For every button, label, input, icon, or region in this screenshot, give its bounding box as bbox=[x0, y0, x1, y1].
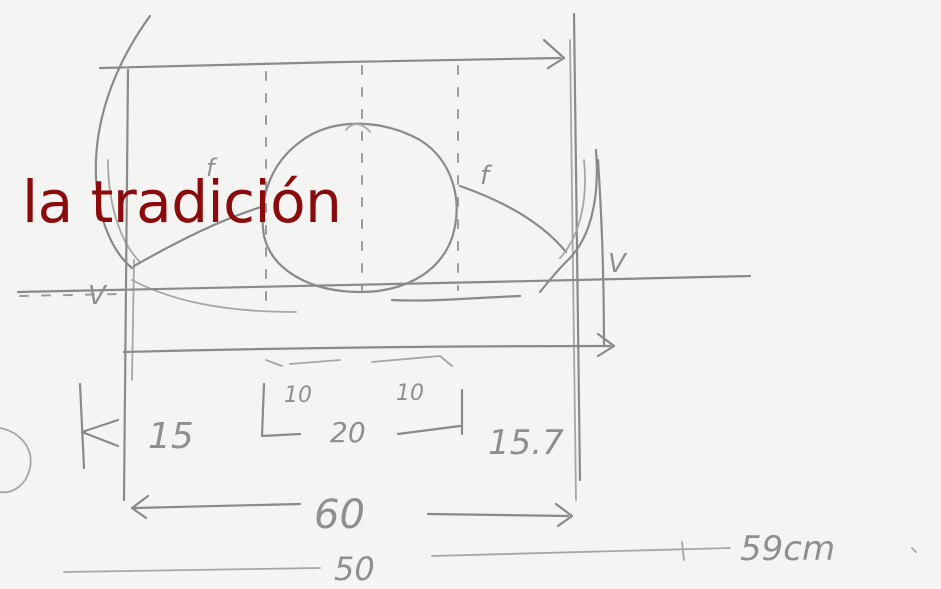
top-dimension-line bbox=[98, 56, 562, 70]
left-lower-curve bbox=[131, 279, 297, 313]
row-50-end-dot bbox=[911, 547, 917, 553]
right-body-arc bbox=[538, 148, 598, 294]
label-dim-15-right: 15.7 bbox=[488, 423, 564, 463]
edge-arc-left bbox=[0, 427, 32, 494]
outer-arc-left bbox=[94, 14, 152, 270]
head-top-bump bbox=[345, 123, 371, 133]
head-circle bbox=[261, 122, 458, 294]
row-60-line-left bbox=[132, 502, 302, 510]
right-arc-inner bbox=[559, 159, 586, 259]
row-20-bracket bbox=[260, 382, 302, 438]
baseline-dots bbox=[19, 293, 121, 297]
right-vertical-line bbox=[572, 12, 582, 482]
row-tick-left bbox=[78, 382, 86, 470]
label-v-right: V bbox=[608, 249, 628, 279]
label-dim-60: 60 bbox=[314, 492, 365, 538]
bracket-10-right bbox=[371, 355, 453, 367]
label-dim-10-left: 10 bbox=[284, 383, 312, 408]
label-v-left: V bbox=[88, 281, 108, 311]
label-dim-15-left: 15 bbox=[148, 416, 194, 457]
row-50-tick bbox=[681, 541, 685, 561]
label-dim-10-right: 10 bbox=[396, 381, 424, 406]
row-60-left-arrow bbox=[130, 494, 150, 520]
mid-dimension-line bbox=[122, 344, 612, 354]
row-60-line-right bbox=[426, 512, 570, 518]
right-body-curve bbox=[458, 184, 568, 254]
label-dim-50: 50 bbox=[334, 550, 375, 588]
row-20-right-line bbox=[396, 424, 462, 436]
label-dim-20: 20 bbox=[330, 416, 366, 449]
outer-arc-left-2 bbox=[107, 159, 141, 263]
bracket-10-left bbox=[265, 359, 341, 367]
right-tick-vertical bbox=[596, 158, 606, 346]
left-body-curve bbox=[132, 204, 266, 268]
left-vertical-line-2 bbox=[131, 259, 135, 381]
row-50-line-right bbox=[431, 547, 731, 557]
row-15-left-arrow bbox=[80, 418, 120, 448]
lower-squiggle bbox=[390, 294, 522, 302]
left-vertical-line bbox=[122, 68, 130, 502]
label-f-right: f bbox=[480, 161, 493, 191]
top-arrow-head bbox=[542, 38, 566, 70]
row-50-line-left bbox=[63, 567, 321, 573]
overlay-title: la tradición bbox=[22, 168, 342, 236]
row-60-right-arrow bbox=[554, 502, 574, 528]
label-dim-59: 59cm bbox=[740, 529, 835, 569]
horizontal-baseline bbox=[16, 274, 752, 294]
